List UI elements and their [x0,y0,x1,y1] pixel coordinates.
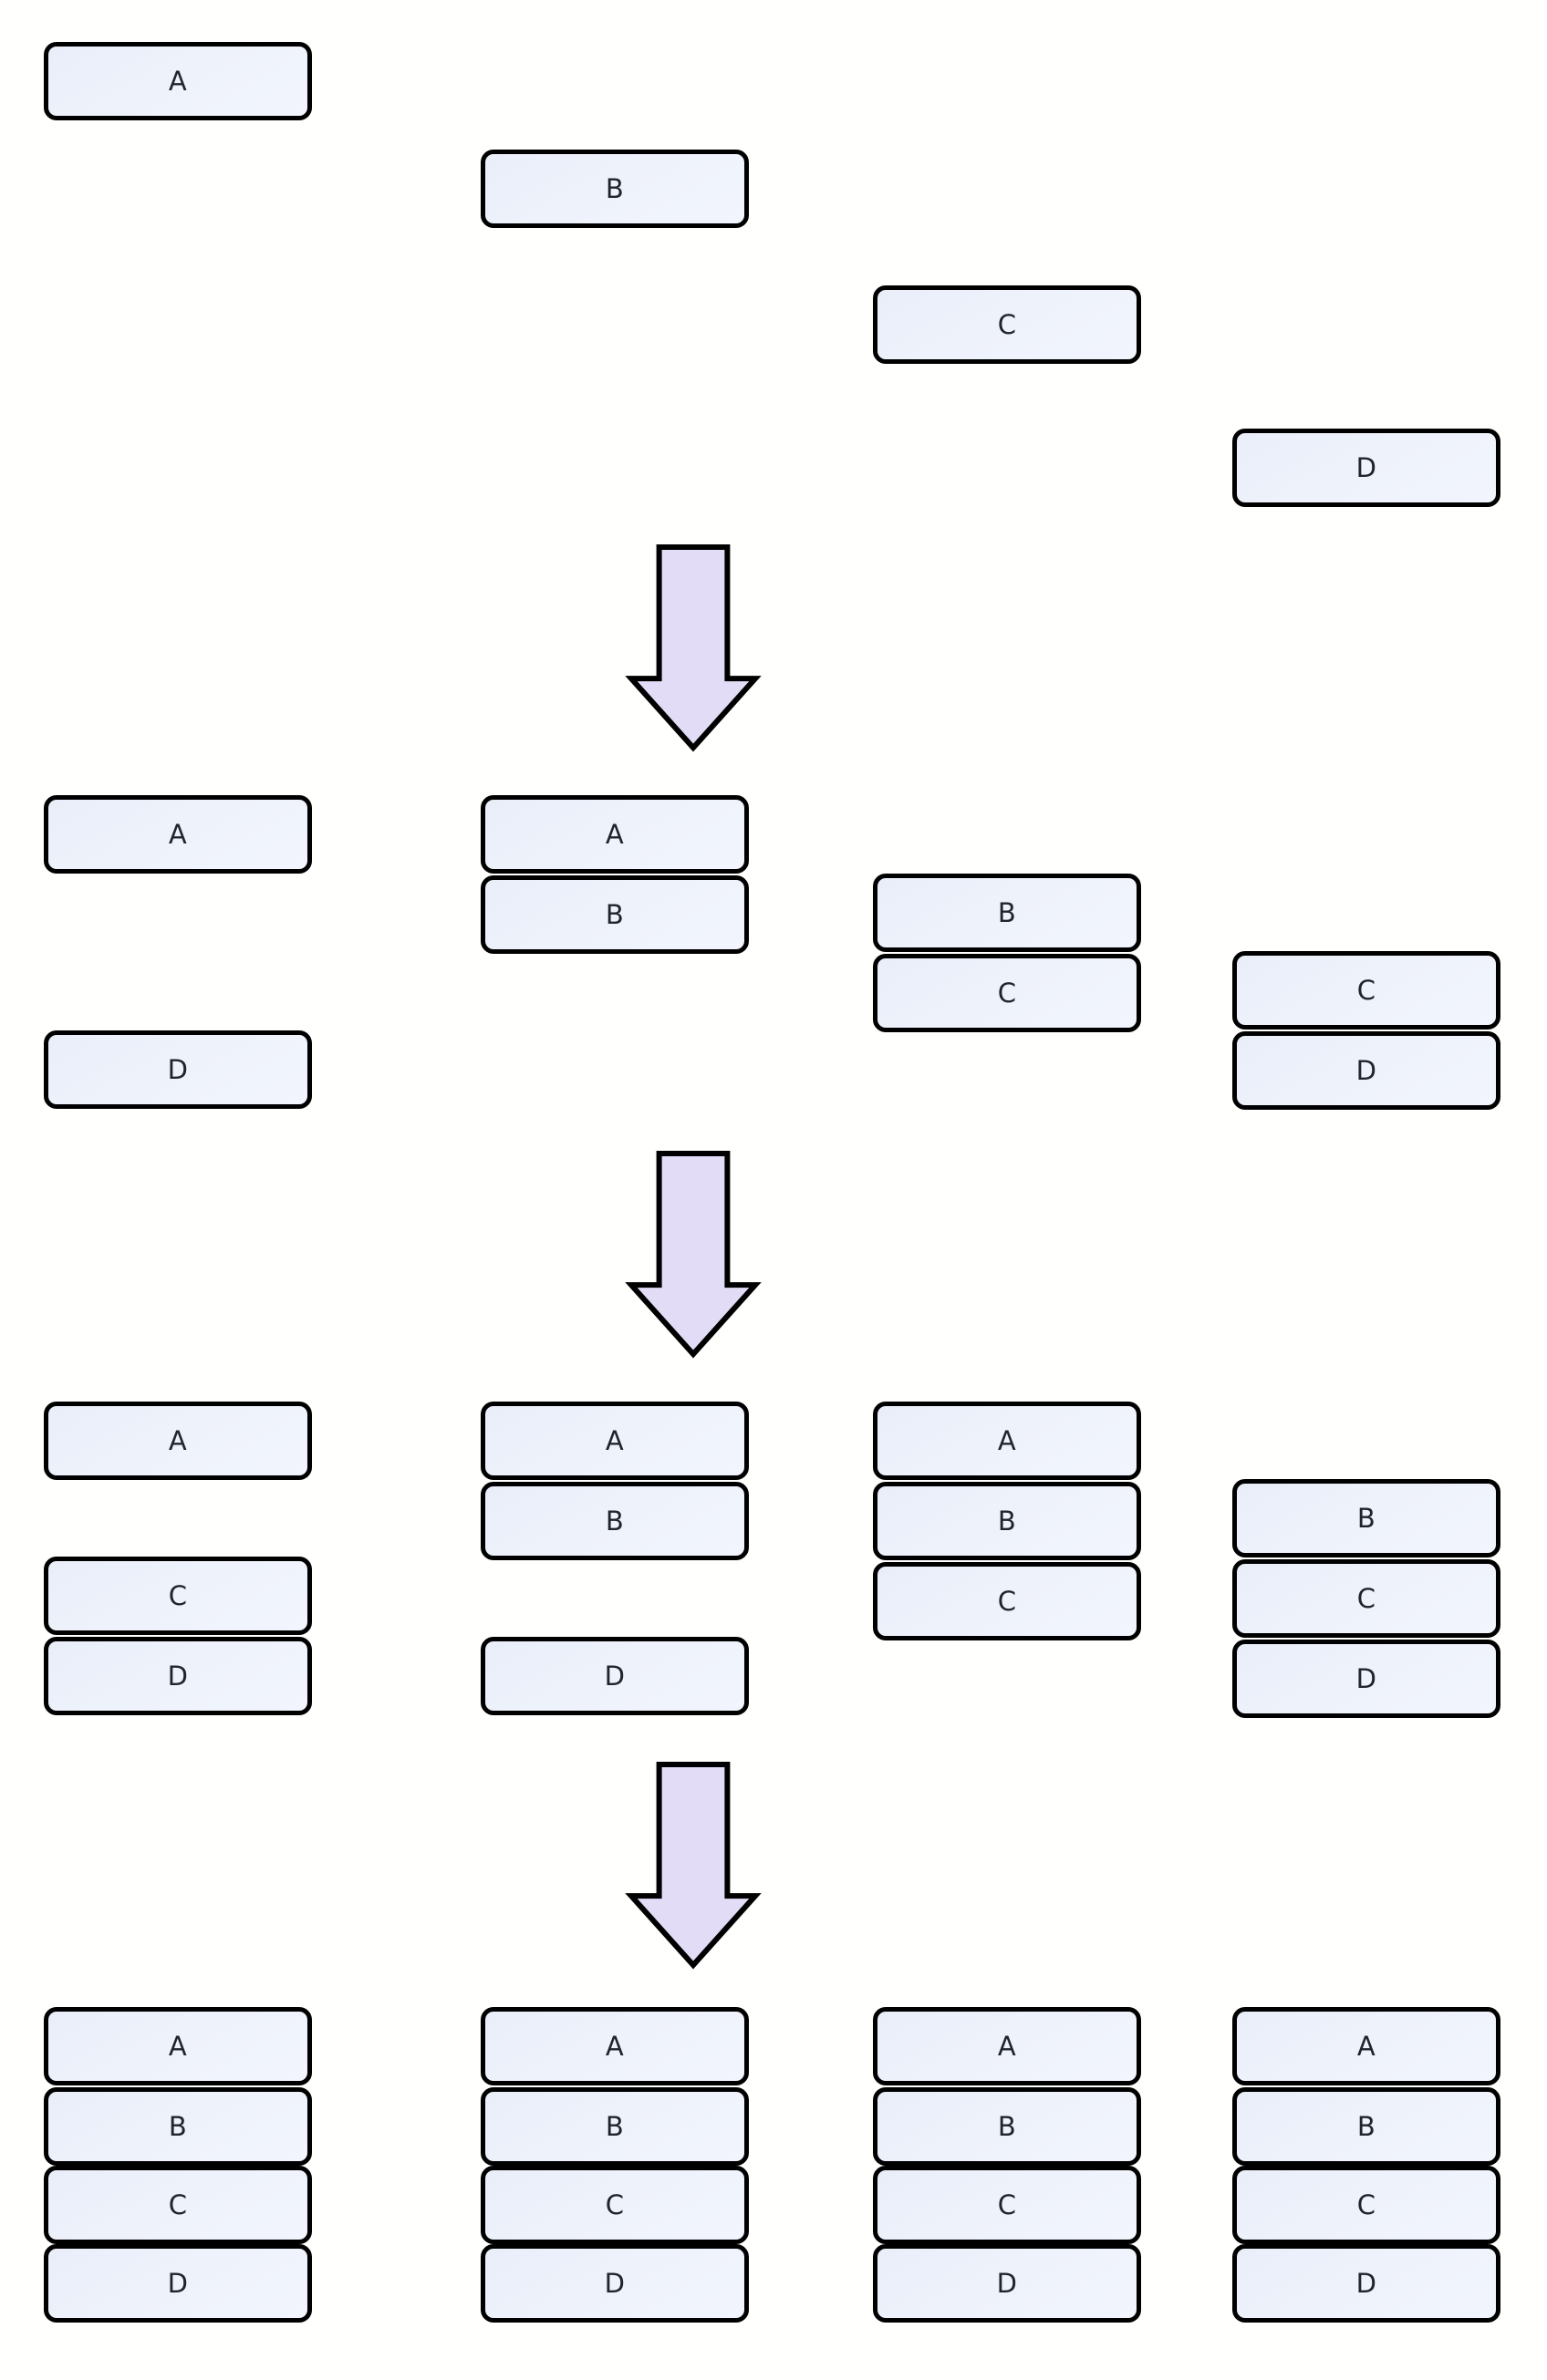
block-b[interactable]: B [873,2087,1141,2166]
block-c[interactable]: C [44,2166,312,2244]
block-c[interactable]: C [1232,2166,1500,2244]
block-b[interactable]: B [1232,2087,1500,2166]
block-c[interactable]: C [873,2166,1141,2244]
block-b[interactable]: B [481,1482,749,1560]
block-d[interactable]: D [44,1030,312,1109]
block-d[interactable]: D [44,2244,312,2323]
arrow-stage-1-to-2-down-arrow-icon [625,544,762,752]
block-a[interactable]: A [873,1402,1141,1480]
block-d[interactable]: D [481,2244,749,2323]
arrow-stage-2-to-3-down-arrow-icon [625,1151,762,1359]
block-b[interactable]: B [873,874,1141,952]
block-d[interactable]: D [1232,1640,1500,1718]
block-a[interactable]: A [44,42,312,120]
block-c[interactable]: C [44,1557,312,1635]
block-a[interactable]: A [44,1402,312,1480]
block-d[interactable]: D [44,1637,312,1715]
block-a[interactable]: A [1232,2007,1500,2085]
block-d[interactable]: D [1232,429,1500,507]
block-b[interactable]: B [481,150,749,228]
block-c[interactable]: C [1232,951,1500,1030]
block-d[interactable]: D [1232,2244,1500,2323]
block-c[interactable]: C [481,2166,749,2244]
block-b[interactable]: B [44,2087,312,2166]
block-a[interactable]: A [873,2007,1141,2085]
block-a[interactable]: A [44,2007,312,2085]
block-a[interactable]: A [481,2007,749,2085]
block-b[interactable]: B [1232,1479,1500,1557]
block-c[interactable]: C [873,285,1141,364]
arrow-stage-3-to-4-down-arrow-icon [625,1762,762,1970]
block-c[interactable]: C [873,954,1141,1032]
block-a[interactable]: A [44,795,312,874]
block-a[interactable]: A [481,795,749,874]
block-d[interactable]: D [873,2244,1141,2323]
block-b[interactable]: B [481,875,749,954]
block-c[interactable]: C [1232,1559,1500,1638]
block-b[interactable]: B [481,2087,749,2166]
block-d[interactable]: D [481,1637,749,1715]
block-a[interactable]: A [481,1402,749,1480]
block-c[interactable]: C [873,1562,1141,1640]
block-d[interactable]: D [1232,1031,1500,1110]
block-b[interactable]: B [873,1482,1141,1560]
